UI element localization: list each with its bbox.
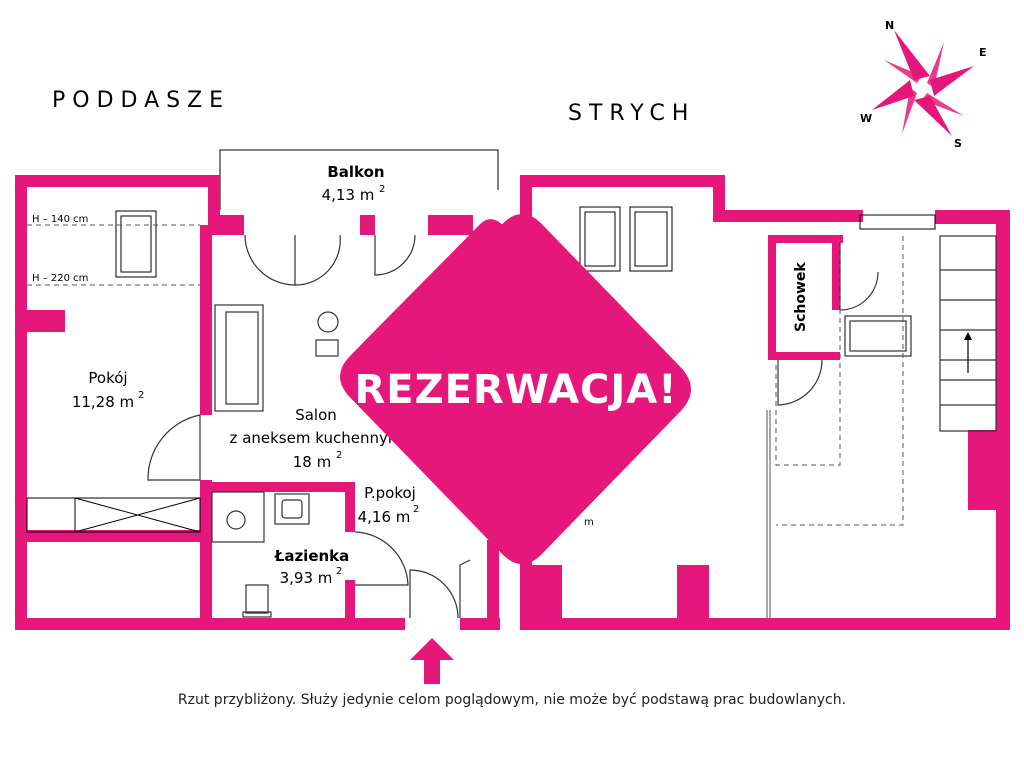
svg-text:Salon: Salon (295, 406, 337, 424)
compass-n: N (885, 19, 894, 32)
stairs (939, 235, 997, 432)
room-label-salon: Salon z aneksem kuchennym 18 m 2 (230, 406, 403, 471)
bathroom-door (354, 531, 409, 586)
room-label-balkon: Balkon 4,13 m 2 (322, 163, 386, 204)
svg-text:18 m: 18 m (293, 453, 331, 471)
room-label-schowek: Schowek (793, 262, 809, 332)
dining-table (315, 311, 339, 357)
roof-window (115, 210, 157, 278)
room-label-lazienka: Łazienka 3,93 m 2 (274, 547, 350, 587)
room-label-pokoj: Pokój 11,28 m 2 (72, 369, 145, 411)
reservation-stamp: REZERWACJA! (340, 214, 691, 565)
svg-text:P.pokoj: P.pokoj (364, 484, 416, 502)
poddasze-walls (15, 175, 500, 630)
strych-cut-label: m (584, 517, 594, 528)
entry-arrow-icon (410, 638, 454, 684)
svg-text:2: 2 (336, 566, 342, 577)
svg-text:Balkon: Balkon (327, 163, 384, 181)
entry-door (409, 559, 471, 619)
balcony-door (244, 234, 416, 286)
strych-roof-window (579, 206, 673, 272)
compass-w: W (860, 112, 872, 125)
bathroom-sink (274, 493, 310, 525)
pokoj-door (147, 414, 201, 481)
svg-text:Schowek: Schowek (793, 262, 809, 332)
compass-s: S (954, 137, 962, 150)
toilet (242, 584, 272, 618)
room-label-ppokoj: P.pokoj 4,16 m 2 (358, 484, 420, 526)
top-skylight (859, 214, 936, 230)
heading-strych: STRYCH (568, 101, 695, 126)
pokoj-window (26, 497, 201, 533)
height-lines: H – 140 cm H – 220 cm (27, 214, 200, 286)
height-label-220: H – 220 cm (32, 273, 88, 284)
svg-text:3,93 m: 3,93 m (280, 569, 333, 587)
shower (211, 491, 265, 543)
stamp-text: REZERWACJA! (355, 367, 678, 413)
sofa (214, 304, 264, 412)
svg-text:z aneksem kuchennym: z aneksem kuchennym (230, 429, 403, 447)
svg-text:2: 2 (336, 450, 342, 461)
compass-e: E (979, 46, 987, 59)
svg-text:2: 2 (379, 184, 385, 195)
svg-text:Łazienka: Łazienka (274, 547, 350, 565)
svg-text:4,13 m: 4,13 m (322, 186, 375, 204)
disclaimer-footer: Rzut przybliżony. Służy jedynie celom po… (177, 692, 847, 708)
svg-text:2: 2 (138, 390, 144, 401)
height-label-140: H – 140 cm (32, 214, 88, 225)
schowek-door (777, 243, 912, 406)
strych-height-lines (766, 236, 904, 618)
heading-poddasze: PODDASZE (52, 88, 230, 113)
svg-text:2: 2 (413, 504, 419, 515)
svg-text:4,16 m: 4,16 m (358, 508, 411, 526)
svg-text:Pokój: Pokój (88, 369, 127, 387)
svg-text:11,28 m: 11,28 m (72, 393, 134, 411)
compass-rose-icon: N E S W (860, 19, 987, 150)
